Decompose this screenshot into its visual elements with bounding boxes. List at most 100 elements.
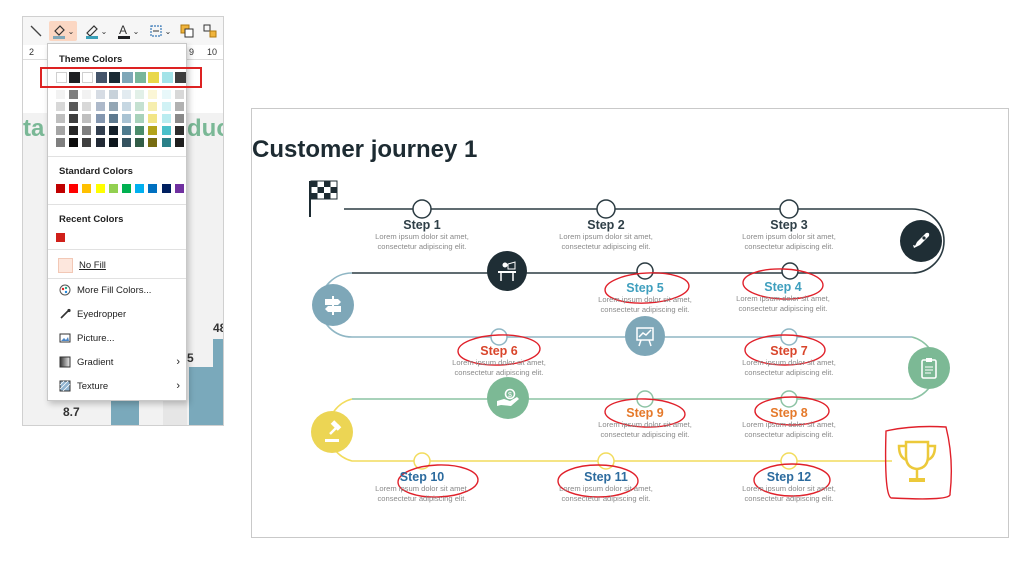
theme-tint-swatch[interactable] xyxy=(69,102,79,111)
chevron-right-icon: › xyxy=(176,356,180,368)
theme-color-swatch[interactable] xyxy=(69,72,81,83)
theme-tint-swatch[interactable] xyxy=(56,138,65,147)
theme-tint-swatch[interactable] xyxy=(69,90,79,99)
arrange-icon[interactable] xyxy=(179,21,195,41)
theme-tint-swatch[interactable] xyxy=(161,114,171,123)
standard-color-swatch[interactable] xyxy=(69,184,79,193)
step-label: Step 2 xyxy=(587,218,625,232)
eyedropper-item[interactable]: Eyedropper xyxy=(58,305,126,323)
standard-color-swatch[interactable] xyxy=(82,184,92,193)
lorem-line: consectetur adipiscing elit. xyxy=(561,494,651,503)
no-fill-item[interactable]: No Fill xyxy=(58,256,106,274)
theme-color-swatch[interactable] xyxy=(56,72,67,83)
theme-tint-swatch[interactable] xyxy=(122,114,131,123)
texture-icon xyxy=(58,380,71,393)
theme-tint-swatch[interactable] xyxy=(135,138,145,147)
fill-color-icon[interactable]: ⌄ xyxy=(49,21,77,41)
theme-tint-swatch[interactable] xyxy=(148,126,158,135)
theme-tint-swatch[interactable] xyxy=(69,114,79,123)
theme-color-swatch[interactable] xyxy=(82,72,94,83)
theme-tint-swatch[interactable] xyxy=(161,126,171,135)
theme-tint-swatch[interactable] xyxy=(108,114,118,123)
more-fill-colors-item[interactable]: More Fill Colors... xyxy=(58,281,151,299)
theme-tint-swatch[interactable] xyxy=(95,90,105,99)
step-label: Step 9 xyxy=(626,406,664,420)
theme-tint-swatch[interactable] xyxy=(135,90,145,99)
theme-tint-swatch[interactable] xyxy=(69,138,79,147)
theme-tint-swatch[interactable] xyxy=(148,90,158,99)
theme-tint-swatch[interactable] xyxy=(148,114,158,123)
standard-color-swatch[interactable] xyxy=(95,184,105,193)
theme-tint-swatch[interactable] xyxy=(95,126,105,135)
standard-color-swatch[interactable] xyxy=(122,184,131,193)
texture-item[interactable]: Texture › xyxy=(58,377,180,395)
theme-color-swatch[interactable] xyxy=(161,72,173,83)
theme-tint-swatch[interactable] xyxy=(122,138,131,147)
gradient-item[interactable]: Gradient › xyxy=(58,353,180,371)
standard-color-swatch[interactable] xyxy=(148,184,158,193)
standard-color-swatch[interactable] xyxy=(174,184,184,193)
theme-tint-swatch[interactable] xyxy=(95,114,105,123)
theme-tint-swatch[interactable] xyxy=(174,102,184,111)
theme-color-swatch[interactable] xyxy=(148,72,160,83)
chevron-down-icon[interactable]: ⌄ xyxy=(67,26,75,36)
font-color-icon[interactable]: A ⌄ xyxy=(117,23,140,39)
theme-tint-swatch[interactable] xyxy=(82,126,92,135)
recent-color-swatch[interactable] xyxy=(56,233,65,242)
theme-tint-swatch[interactable] xyxy=(56,114,65,123)
theme-tint-swatch[interactable] xyxy=(82,114,92,123)
lorem-line: Lorem ipsum dolor sit amet, xyxy=(598,295,692,304)
theme-tint-swatch[interactable] xyxy=(108,138,118,147)
theme-tint-swatch[interactable] xyxy=(82,102,92,111)
theme-tint-swatch[interactable] xyxy=(122,126,131,135)
svg-text:$: $ xyxy=(508,392,512,399)
theme-tint-swatch[interactable] xyxy=(122,90,131,99)
theme-tint-swatch[interactable] xyxy=(108,90,118,99)
step-label: Step 7 xyxy=(770,344,808,358)
theme-tint-swatch[interactable] xyxy=(82,90,92,99)
lorem-line: consectetur adipiscing elit. xyxy=(744,242,834,251)
theme-color-swatch[interactable] xyxy=(135,72,147,83)
theme-tint-swatch[interactable] xyxy=(95,138,105,147)
theme-color-swatch[interactable] xyxy=(108,72,120,83)
theme-tint-swatch[interactable] xyxy=(56,126,65,135)
theme-tint-swatch[interactable] xyxy=(161,138,171,147)
theme-tint-swatch[interactable] xyxy=(56,90,65,99)
standard-color-swatch[interactable] xyxy=(135,184,145,193)
theme-tint-swatch[interactable] xyxy=(174,138,184,147)
picture-item[interactable]: Picture... xyxy=(58,329,115,347)
theme-tint-swatch[interactable] xyxy=(135,126,145,135)
theme-tint-swatch[interactable] xyxy=(161,102,171,111)
ruler-number: 10 xyxy=(207,47,218,57)
standard-color-swatch[interactable] xyxy=(56,184,65,193)
theme-tint-swatch[interactable] xyxy=(95,102,105,111)
theme-color-swatch[interactable] xyxy=(95,72,107,83)
theme-tint-swatch[interactable] xyxy=(148,138,158,147)
divider xyxy=(48,204,186,205)
step-label: Step 11 xyxy=(584,470,628,484)
theme-tint-swatch[interactable] xyxy=(82,138,92,147)
line-icon[interactable] xyxy=(27,21,45,41)
theme-color-swatch[interactable] xyxy=(174,72,186,83)
standard-color-swatch[interactable] xyxy=(161,184,171,193)
text-box-icon[interactable]: ⌄ xyxy=(147,21,173,41)
pen-color-icon[interactable]: ⌄ xyxy=(83,21,109,41)
theme-tint-swatch[interactable] xyxy=(122,102,131,111)
theme-tint-swatch[interactable] xyxy=(174,90,184,99)
group-icon[interactable] xyxy=(201,21,219,41)
theme-tint-swatch[interactable] xyxy=(174,114,184,123)
theme-tint-swatch[interactable] xyxy=(108,102,118,111)
theme-color-swatch[interactable] xyxy=(122,72,133,83)
theme-tint-swatch[interactable] xyxy=(108,126,118,135)
theme-tint-swatch[interactable] xyxy=(161,90,171,99)
step-description: Lorem ipsum dolor sit amet,consectetur a… xyxy=(714,358,864,378)
standard-color-swatch[interactable] xyxy=(108,184,118,193)
step-description: Lorem ipsum dolor sit amet,consectetur a… xyxy=(570,420,720,440)
theme-tint-swatch[interactable] xyxy=(148,102,158,111)
theme-tint-swatch[interactable] xyxy=(135,102,145,111)
theme-tint-swatch[interactable] xyxy=(135,114,145,123)
lorem-line: Lorem ipsum dolor sit amet, xyxy=(559,484,653,493)
theme-tint-swatch[interactable] xyxy=(174,126,184,135)
theme-tint-swatch[interactable] xyxy=(56,102,65,111)
theme-tint-swatch[interactable] xyxy=(69,126,79,135)
